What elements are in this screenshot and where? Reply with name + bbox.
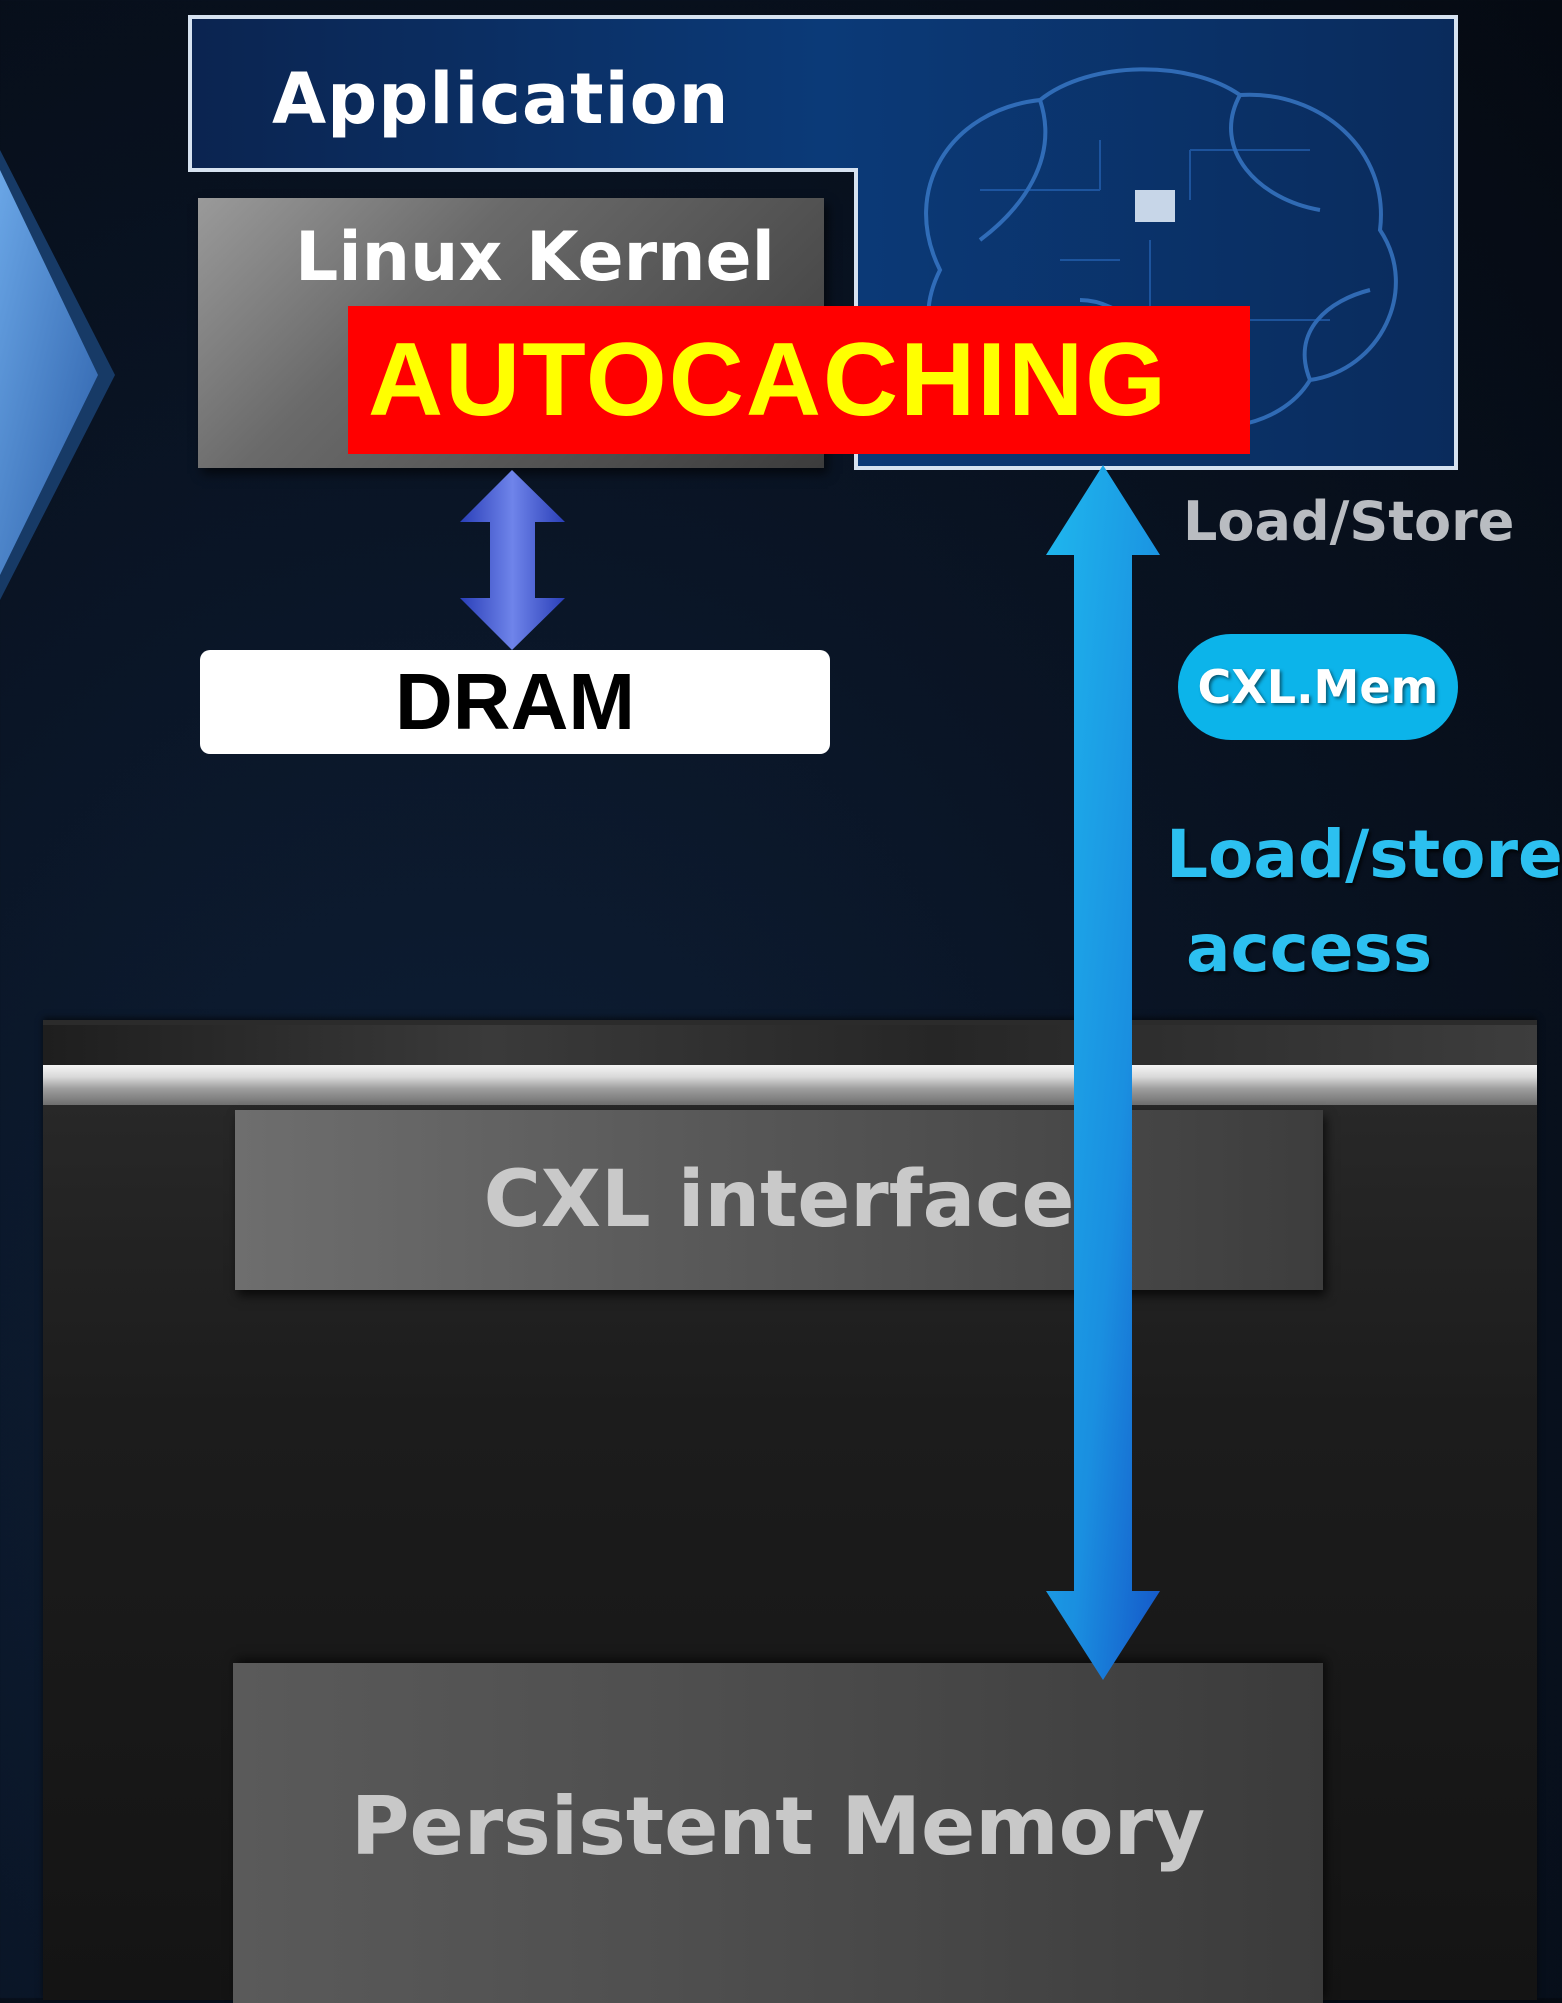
load-store-label: Load/Store bbox=[1183, 490, 1515, 553]
cxl-interface-box bbox=[235, 1110, 1323, 1290]
load-store-access-line2: access bbox=[1186, 910, 1433, 987]
double-arrow-icon bbox=[460, 470, 565, 650]
application-title: Application bbox=[272, 58, 730, 140]
chevron-right-icon bbox=[0, 150, 115, 600]
linux-kernel-title: Linux Kernel bbox=[295, 218, 775, 297]
device-rail bbox=[43, 1065, 1537, 1105]
persistent-memory-box bbox=[233, 1663, 1323, 2003]
device-top-lip bbox=[43, 1025, 1537, 1067]
cxl-mem-badge: CXL.Mem bbox=[1178, 634, 1458, 740]
autocaching-banner: AUTOCACHING bbox=[348, 306, 1250, 454]
load-store-access-label: Load/store access bbox=[1166, 808, 1562, 996]
cxl-interface-label: CXL interface bbox=[483, 1155, 1075, 1245]
double-arrow-icon bbox=[1046, 465, 1160, 1680]
load-store-access-line1: Load/store bbox=[1166, 816, 1562, 893]
dram-box: DRAM bbox=[200, 650, 830, 754]
persistent-memory-label: Persistent Memory bbox=[350, 1780, 1206, 1873]
